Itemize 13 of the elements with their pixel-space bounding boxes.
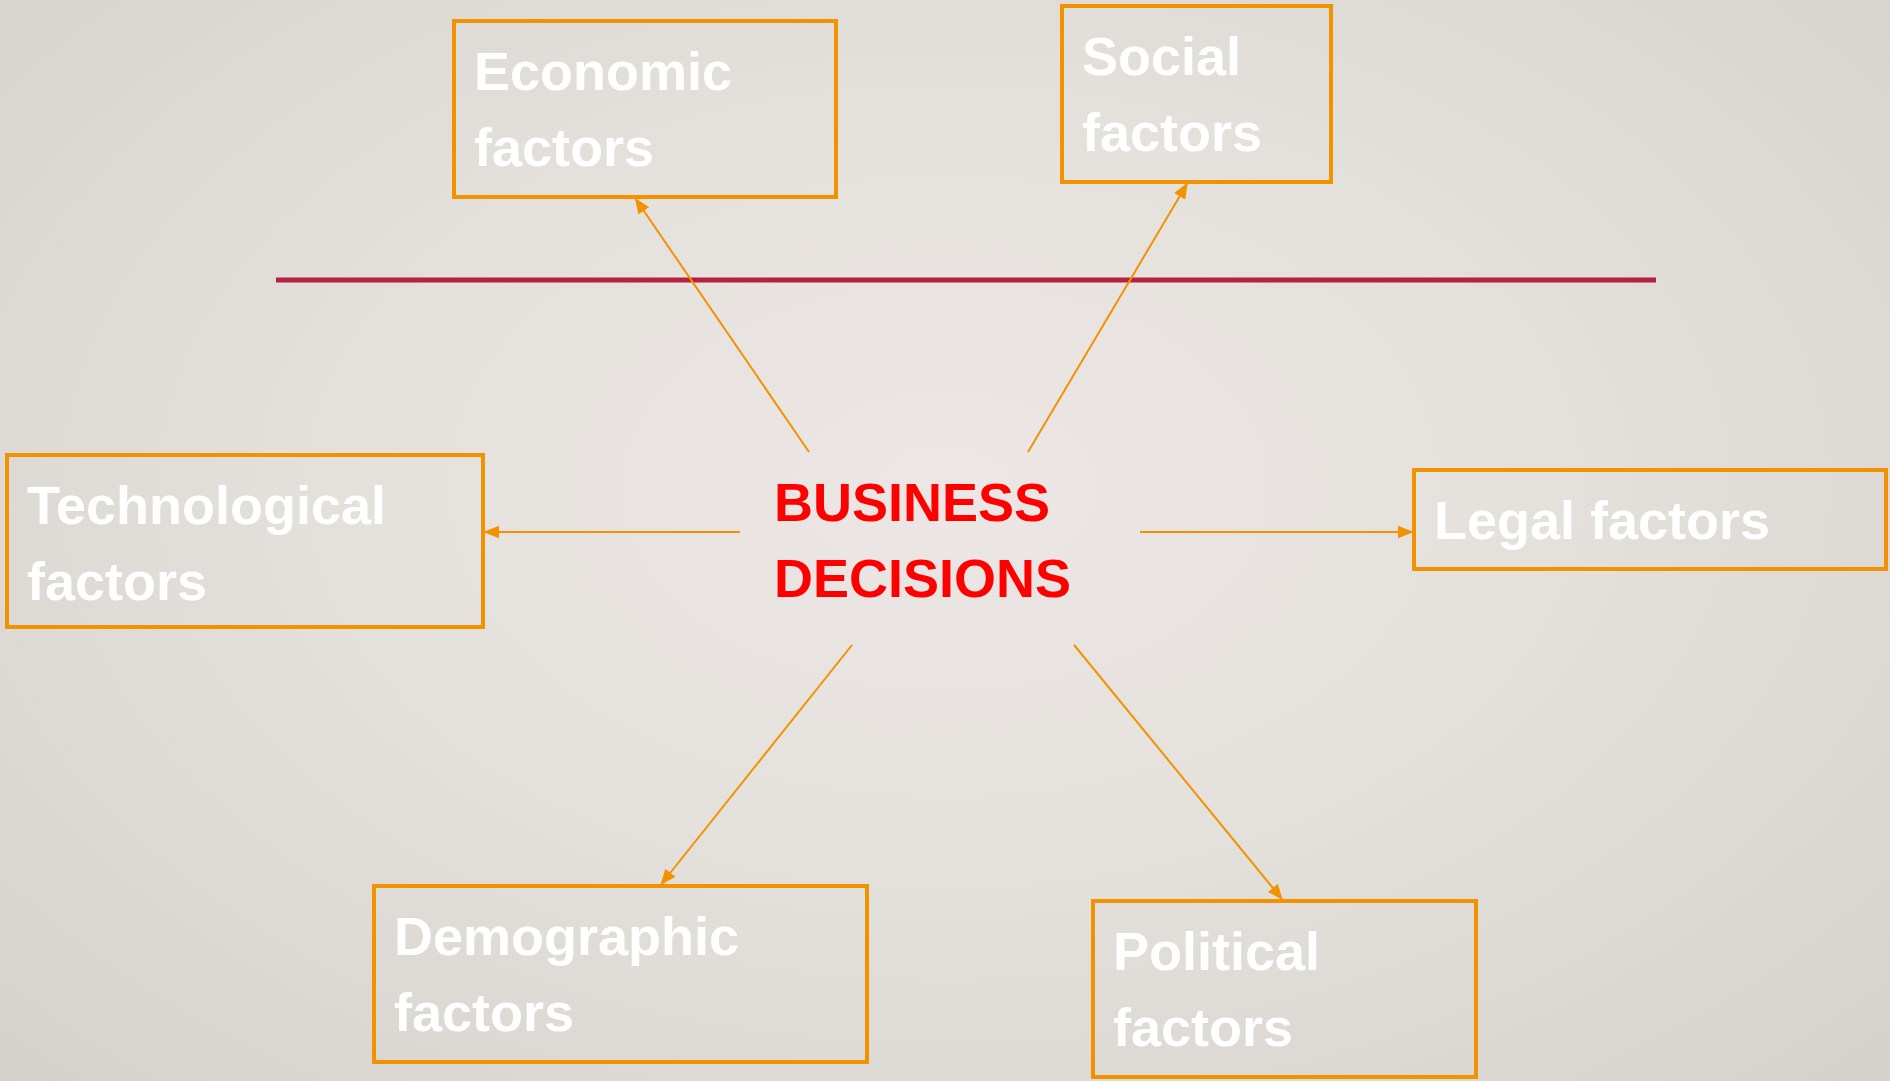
factor-box (372, 884, 869, 1064)
central-heading: BUSINESS DECISIONS (773, 471, 1073, 610)
arrow (483, 525, 741, 539)
arrow (1027, 182, 1188, 453)
arrow (634, 197, 811, 453)
factor-box (5, 453, 485, 629)
arrow (1139, 525, 1414, 539)
factor-box (452, 19, 838, 199)
factor-box (1060, 4, 1333, 184)
factor-box (1091, 899, 1478, 1079)
factor-box (1412, 468, 1888, 571)
arrow (1073, 644, 1283, 901)
arrow (660, 644, 853, 886)
